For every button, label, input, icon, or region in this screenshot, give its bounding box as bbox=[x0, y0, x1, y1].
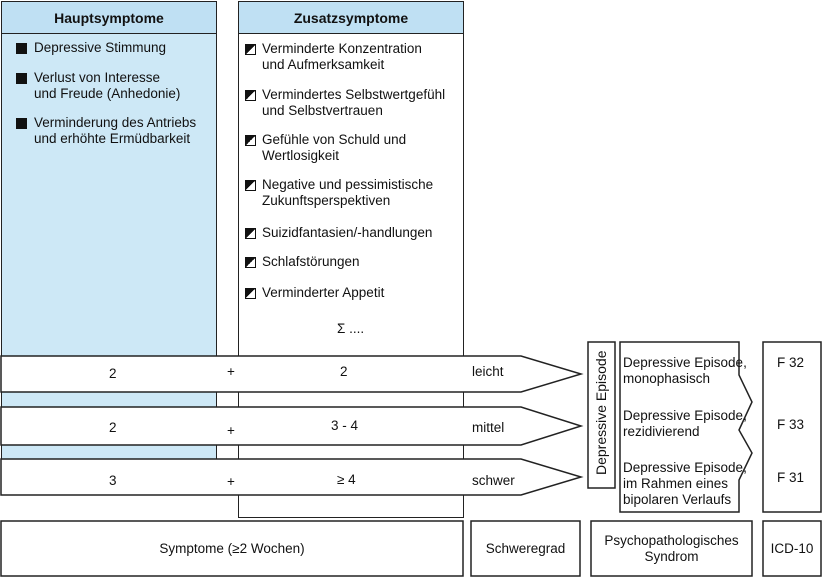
severity-arrow-mittel bbox=[0, 406, 584, 446]
syndrome-text: rezidivierend bbox=[623, 424, 700, 439]
half-filled-square-bullet-icon bbox=[245, 90, 256, 101]
additional-symptom-text: Zukunftsperspektiven bbox=[262, 193, 391, 208]
footer-severity-label: Schweregrad bbox=[485, 541, 566, 556]
main-symptom-text: Verlust von Interesse bbox=[34, 70, 161, 85]
half-filled-square-bullet-icon bbox=[245, 228, 256, 239]
row-additional-count: ≥ 4 bbox=[337, 472, 356, 487]
footer-symptoms-box bbox=[0, 520, 464, 577]
additional-symptom-item: Schlafstörungen bbox=[245, 254, 360, 270]
syndrome-text: bipolaren Verlaufs bbox=[623, 492, 732, 507]
footer-icd-label: ICD-10 bbox=[770, 541, 814, 556]
half-filled-square-bullet-icon bbox=[245, 135, 256, 146]
additional-symptom-text: Verminderter Appetit bbox=[262, 285, 385, 300]
syndrome-item: Depressive Episode, im Rahmen eines bipo… bbox=[623, 460, 747, 508]
footer-symptoms-label: Symptome (≥2 Wochen) bbox=[159, 541, 305, 556]
footer-syndrome-label: Psychopathologisches Syndrom bbox=[591, 521, 752, 576]
row-additional-count: 2 bbox=[340, 364, 348, 379]
row-main-count: 3 bbox=[109, 473, 117, 488]
row-plus: + bbox=[227, 474, 235, 489]
row-plus: + bbox=[227, 364, 235, 379]
sum-label: Σ .... bbox=[337, 321, 365, 336]
additional-symptom-text: Schlafstörungen bbox=[262, 254, 360, 269]
row-severity: leicht bbox=[472, 364, 504, 379]
syndrome-text: Depressive Episode, bbox=[623, 460, 747, 475]
footer-syndrome-box bbox=[590, 520, 753, 577]
additional-symptom-text: Gefühle von Schuld und bbox=[262, 132, 407, 147]
additional-symptom-text: Vermindertes Selbstwertgefühl bbox=[262, 87, 446, 102]
additional-symptom-text: Wertlosigkeit bbox=[262, 148, 340, 163]
syndrome-bracket bbox=[619, 341, 753, 513]
half-filled-square-bullet-icon bbox=[245, 257, 256, 268]
icd-code: F 33 bbox=[777, 417, 805, 432]
footer-syndrome-line: Syndrom bbox=[644, 548, 699, 564]
severity-arrow-leicht bbox=[0, 355, 584, 393]
row-severity: schwer bbox=[472, 473, 515, 488]
additional-symptom-text: und Selbstvertrauen bbox=[262, 103, 383, 118]
black-square-bullet-icon bbox=[16, 73, 27, 84]
footer-severity-box bbox=[470, 520, 581, 577]
additional-symptoms-header: Zusatzsymptome bbox=[238, 1, 464, 34]
half-filled-square-bullet-icon bbox=[245, 180, 256, 191]
additional-symptoms-title: Zusatzsymptome bbox=[293, 9, 409, 26]
additional-symptom-item: Suizidfantasien/-handlungen bbox=[245, 225, 432, 241]
row-additional-count: 3 - 4 bbox=[331, 418, 359, 433]
main-symptoms-title: Hauptsymptome bbox=[54, 9, 164, 26]
syndrome-text: Depressive Episode, bbox=[623, 355, 747, 370]
black-square-bullet-icon bbox=[16, 118, 27, 129]
additional-symptom-text: Negative und pessimistische bbox=[262, 177, 434, 192]
main-symptom-text: und Freude (Anhedonie) bbox=[34, 86, 181, 101]
half-filled-square-bullet-icon bbox=[245, 44, 256, 55]
black-square-bullet-icon bbox=[16, 43, 27, 54]
syndrome-item: Depressive Episode, monophasisch bbox=[623, 355, 747, 387]
row-main-count: 2 bbox=[109, 420, 117, 435]
main-symptom-item: Depressive Stimmung bbox=[16, 40, 166, 56]
row-severity: mittel bbox=[472, 420, 505, 435]
syndrome-text: im Rahmen eines bbox=[623, 476, 729, 491]
icd-code-box bbox=[762, 341, 822, 513]
main-symptom-text: und erhöhte Ermüdbarkeit bbox=[34, 131, 191, 146]
footer-syndrome-line: Psychopathologisches bbox=[604, 532, 739, 548]
footer-icd-box bbox=[762, 520, 822, 577]
episode-label: Depressive Episode bbox=[593, 350, 609, 475]
icd-code: F 32 bbox=[777, 355, 805, 370]
icd-code: F 31 bbox=[777, 470, 805, 485]
main-symptom-text: Verminderung des Antriebs bbox=[34, 115, 197, 130]
additional-symptom-text: und Aufmerksamkeit bbox=[262, 57, 385, 72]
row-main-count: 2 bbox=[109, 366, 117, 381]
syndrome-text: Depressive Episode, bbox=[623, 408, 747, 423]
main-symptom-text: Depressive Stimmung bbox=[34, 40, 167, 55]
main-symptoms-header: Hauptsymptome bbox=[1, 1, 217, 34]
additional-symptom-text: Verminderte Konzentration bbox=[262, 41, 422, 56]
additional-symptom-text: Suizidfantasien/-handlungen bbox=[262, 225, 433, 240]
episode-box bbox=[587, 341, 616, 489]
syndrome-text: monophasisch bbox=[623, 371, 711, 386]
syndrome-item: Depressive Episode, rezidivierend bbox=[623, 408, 747, 440]
half-filled-square-bullet-icon bbox=[245, 288, 256, 299]
row-plus: + bbox=[227, 423, 235, 438]
severity-arrow-schwer bbox=[0, 458, 584, 496]
additional-symptom-item: Verminderter Appetit bbox=[245, 285, 384, 301]
